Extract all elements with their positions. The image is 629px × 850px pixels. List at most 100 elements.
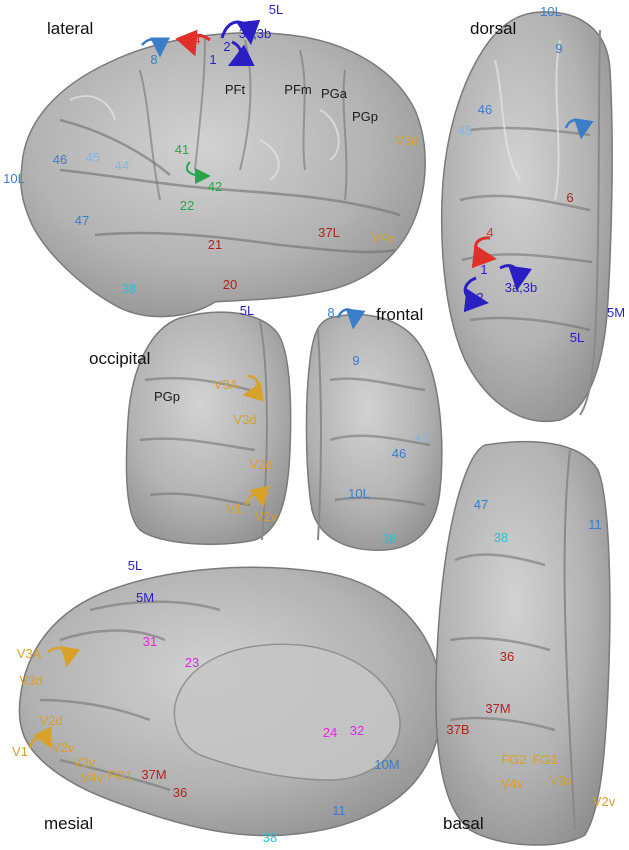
area-label-V3v: V3v [72, 755, 96, 770]
area-label-V3d: V3d [19, 673, 43, 688]
area-label-4: 4 [193, 32, 201, 47]
area-label-8: 8 [327, 305, 335, 320]
area-label-21: 21 [207, 237, 223, 252]
area-label-37M: 37M [485, 701, 511, 716]
area-label-5L: 5L [268, 2, 284, 17]
area-label-10L: 10L [348, 486, 370, 501]
area-label-2: 2 [223, 39, 231, 54]
basal-brain-surface [435, 440, 611, 846]
area-label-36: 36 [499, 649, 515, 664]
area-label-V3A: V3A [213, 377, 239, 392]
area-label-23: 23 [184, 655, 200, 670]
area-label-V4v: V4v [371, 230, 395, 245]
area-label-47: 47 [473, 497, 489, 512]
area-label-FG1: FG1 [532, 752, 558, 767]
mesial-arrow-V1 [28, 726, 52, 749]
area-label-37M: 37M [141, 767, 167, 782]
area-label-V3v: V3v [549, 773, 573, 788]
area-label-FG1: FG1 [107, 768, 133, 783]
area-label-41: 41 [174, 142, 190, 157]
lateral-arrows [141, 19, 261, 184]
basal-title: basal [443, 814, 484, 833]
area-label-8: 8 [150, 52, 158, 67]
dorsal-arrow-3a3b [499, 264, 532, 291]
lateral-arrow-41-42 [185, 161, 211, 184]
area-label-V1: V1 [226, 501, 242, 516]
area-label-PFt: PFt [224, 82, 246, 97]
area-label-10M: 10M [374, 757, 400, 772]
area-label-5L: 5L [239, 303, 255, 318]
mesial-brain-surface [18, 566, 443, 837]
frontal-arrows [336, 308, 366, 330]
area-label-V3A: V3A [16, 646, 42, 661]
area-label-PGp: PGp [351, 109, 379, 124]
area-label-10L: 10L [3, 171, 25, 186]
area-label-45: 45 [414, 430, 430, 445]
area-label-1: 1 [209, 52, 217, 67]
area-label-38: 38 [262, 830, 278, 845]
area-label-3a3b: 3a,3b [504, 280, 538, 295]
area-label-V3d: V3d [233, 412, 257, 427]
frontal-arrow-8 [336, 308, 366, 330]
area-label-4: 4 [486, 225, 494, 240]
area-label-45: 45 [457, 123, 473, 138]
area-label-V4v: V4v [500, 776, 524, 791]
area-label-10L: 10L [540, 4, 562, 19]
area-label-V4v: V4v [80, 770, 104, 785]
area-label-37L: 37L [318, 225, 340, 240]
area-label-45: 45 [85, 150, 101, 165]
frontal-brain-surface [305, 313, 443, 551]
lateral-brain-surface [20, 32, 426, 318]
area-label-V2v: V2v [254, 509, 278, 524]
area-label-44: 44 [114, 158, 130, 173]
area-label-5L: 5L [127, 558, 143, 573]
area-label-11: 11 [588, 517, 602, 532]
mesial-title: mesial [44, 814, 94, 833]
area-label-V3d: V3d [395, 133, 419, 148]
occipital-brain-surface [125, 311, 292, 546]
area-label-32: 32 [349, 723, 365, 738]
area-label-V2v: V2v [51, 740, 75, 755]
area-label-3a3b: 3a,3b [238, 26, 272, 41]
area-label-31: 31 [142, 634, 158, 649]
area-label-9: 9 [352, 353, 360, 368]
area-label-5M: 5M [135, 590, 155, 605]
area-label-PGa: PGa [320, 86, 348, 101]
area-label-38: 38 [381, 531, 397, 546]
occipital-title: occipital [89, 349, 151, 368]
dorsal-arrow-2 [463, 276, 489, 313]
area-label-V2v: V2v [592, 794, 616, 809]
area-label-PGp: PGp [153, 389, 181, 404]
area-label-11: 11 [332, 803, 346, 818]
occipital-arrow-V1 [244, 485, 270, 508]
area-label-42: 42 [207, 179, 223, 194]
occipital-arrow-V3A [242, 374, 264, 402]
area-label-24: 24 [322, 725, 338, 740]
area-label-46: 46 [52, 152, 68, 167]
dorsal-arrow-4 [471, 236, 497, 269]
area-label-6: 6 [566, 190, 574, 205]
area-label-2: 2 [476, 290, 484, 305]
area-label-47: 47 [74, 213, 90, 228]
lateral-arrow-2 [227, 40, 255, 67]
area-label-46: 46 [391, 446, 407, 461]
lateral-arrow-3a3b [220, 19, 261, 45]
area-label-46: 46 [477, 102, 493, 117]
area-label-36: 36 [172, 785, 188, 800]
area-label-V2d: V2d [39, 713, 63, 728]
lateral-arrow-8 [141, 37, 170, 58]
lateral-arrow-4 [175, 29, 211, 57]
area-label-PFm: PFm [284, 82, 312, 97]
mesial-arrows [28, 646, 80, 749]
dorsal-title: dorsal [470, 19, 517, 38]
dorsal-arrows [463, 118, 594, 313]
area-label-38: 38 [493, 530, 509, 545]
area-label-20: 20 [222, 277, 238, 292]
area-label-22: 22 [179, 198, 195, 213]
area-label-V1: V1 [12, 744, 28, 759]
area-label-9: 9 [555, 41, 563, 56]
area-label-37B: 37B [446, 722, 470, 737]
area-label-38: 38 [121, 281, 137, 296]
dorsal-brain-surface [440, 11, 613, 423]
